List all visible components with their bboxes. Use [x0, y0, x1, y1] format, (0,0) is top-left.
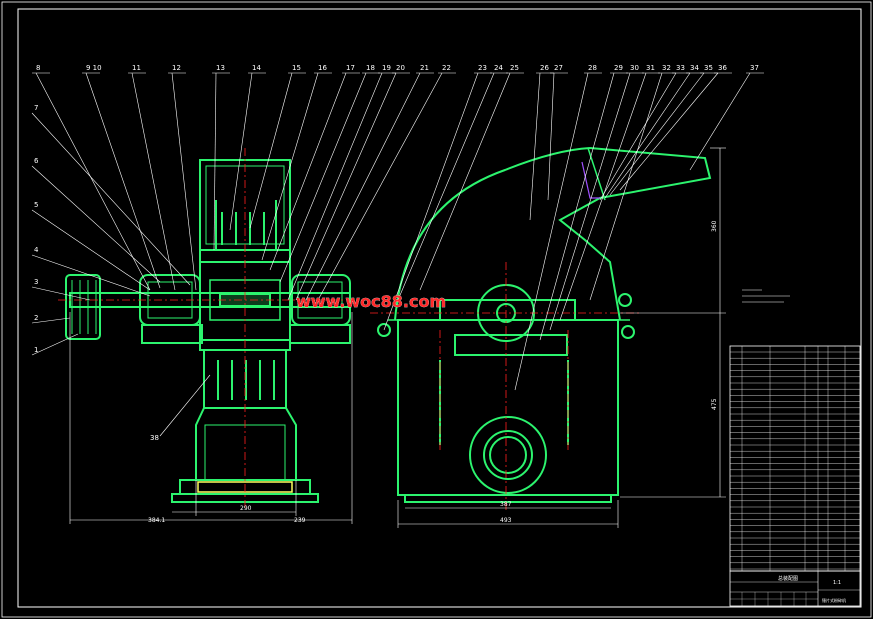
balloon-label: 7 — [34, 104, 38, 112]
leader-line — [397, 72, 495, 301]
front-center-lines — [58, 148, 365, 508]
balloon-label: 2 — [34, 314, 38, 322]
dim-front-overall: 384.1 — [148, 517, 165, 524]
leader-line — [31, 112, 191, 286]
leader-line — [419, 72, 511, 291]
leader-line — [619, 72, 719, 191]
balloon-label: 18 — [366, 64, 375, 72]
dim-front-inner-left: 290 — [240, 505, 252, 512]
dim-side-height-upper: 360 — [711, 220, 718, 232]
technical-notes — [742, 289, 790, 303]
balloon-label: 34 — [690, 64, 699, 72]
parts-list-table — [729, 345, 861, 572]
leader-line — [279, 72, 367, 283]
balloon-label: 21 — [420, 64, 429, 72]
leader-line — [317, 72, 443, 301]
balloon-label: 36 — [718, 64, 727, 72]
balloon-label: 9 10 — [86, 64, 102, 72]
leader-line — [31, 317, 71, 324]
sheet-inner-border — [17, 8, 862, 608]
balloon-label: 27 — [554, 64, 563, 72]
leader-line — [547, 72, 555, 201]
leader-line — [689, 72, 751, 171]
balloon-label: 14 — [252, 64, 261, 72]
dim-side-height-lower: 475 — [711, 398, 718, 410]
leader-line — [287, 72, 383, 301]
balloon-label: 3 — [34, 278, 38, 286]
leader-line — [31, 286, 91, 301]
balloon-label: 25 — [510, 64, 519, 72]
leader-line — [31, 333, 79, 356]
balloon-label: 35 — [704, 64, 713, 72]
leader-line — [604, 72, 691, 199]
leader-line — [529, 72, 541, 221]
leader-line — [269, 72, 347, 271]
watermark: www.woc88.com — [296, 292, 446, 311]
balloon-label: 22 — [442, 64, 451, 72]
dim-front-inner-right: 239 — [294, 517, 306, 524]
balloon-label: 32 — [662, 64, 671, 72]
balloon-label: 13 — [216, 64, 225, 72]
leader-line — [514, 72, 589, 391]
balloon-label: 12 — [172, 64, 181, 72]
balloon-label: 30 — [630, 64, 639, 72]
leader-lines — [31, 72, 764, 437]
balloon-label: 15 — [292, 64, 301, 72]
leader-line — [249, 72, 293, 229]
balloon-label: 17 — [346, 64, 355, 72]
front-dimensions — [69, 312, 353, 524]
balloon-label: 23 — [478, 64, 487, 72]
balloon-label: 31 — [646, 64, 655, 72]
title-block: 总装配图 1:1 锤片式粉碎机 — [729, 570, 861, 607]
leader-line — [539, 72, 615, 341]
balloon-label: 28 — [588, 64, 597, 72]
leader-line — [609, 72, 705, 196]
balloon-label: 6 — [34, 157, 39, 165]
balloon-label: 1 — [34, 346, 38, 354]
side-center-lines — [370, 262, 640, 510]
leader-line — [295, 72, 397, 301]
balloon-label: 19 — [382, 64, 391, 72]
leader-line — [159, 374, 211, 437]
leader-line — [599, 72, 677, 201]
leader-line — [31, 209, 151, 291]
balloon-label: 33 — [676, 64, 685, 72]
title-company: 锤片式粉碎机 — [822, 597, 846, 603]
balloon-label: 38 — [150, 434, 159, 442]
dim-side-overall: 493 — [500, 517, 512, 524]
title-drawing-name: 总装配图 — [778, 575, 798, 582]
balloon-label: 26 — [540, 64, 549, 72]
balloon-label: 5 — [34, 201, 38, 209]
leader-line — [229, 72, 253, 231]
leader-line — [261, 72, 319, 261]
leader-line — [213, 72, 217, 251]
leader-line — [85, 72, 161, 289]
leader-line — [31, 254, 151, 297]
leader-line — [171, 72, 197, 291]
side-dimensions — [397, 147, 726, 528]
leader-line — [305, 72, 421, 301]
balloon-label: 11 — [132, 64, 141, 72]
leader-line — [589, 72, 663, 301]
dim-side-base: 387 — [500, 501, 512, 508]
leader-line — [131, 72, 176, 291]
balloon-label: 20 — [396, 64, 405, 72]
balloon-label: 16 — [318, 64, 327, 72]
leader-line — [31, 165, 161, 283]
balloon-label: 4 — [34, 246, 39, 254]
balloon-label: 29 — [614, 64, 623, 72]
balloon-label: 8 — [36, 64, 40, 72]
leader-line — [383, 72, 479, 331]
leader-line — [35, 72, 151, 291]
leader-line — [549, 72, 631, 331]
balloon-label: 24 — [494, 64, 503, 72]
feed-highlight — [581, 161, 600, 199]
balloon-label: 37 — [750, 64, 759, 72]
leader-line — [559, 72, 647, 321]
title-scale: 1:1 — [833, 580, 841, 586]
